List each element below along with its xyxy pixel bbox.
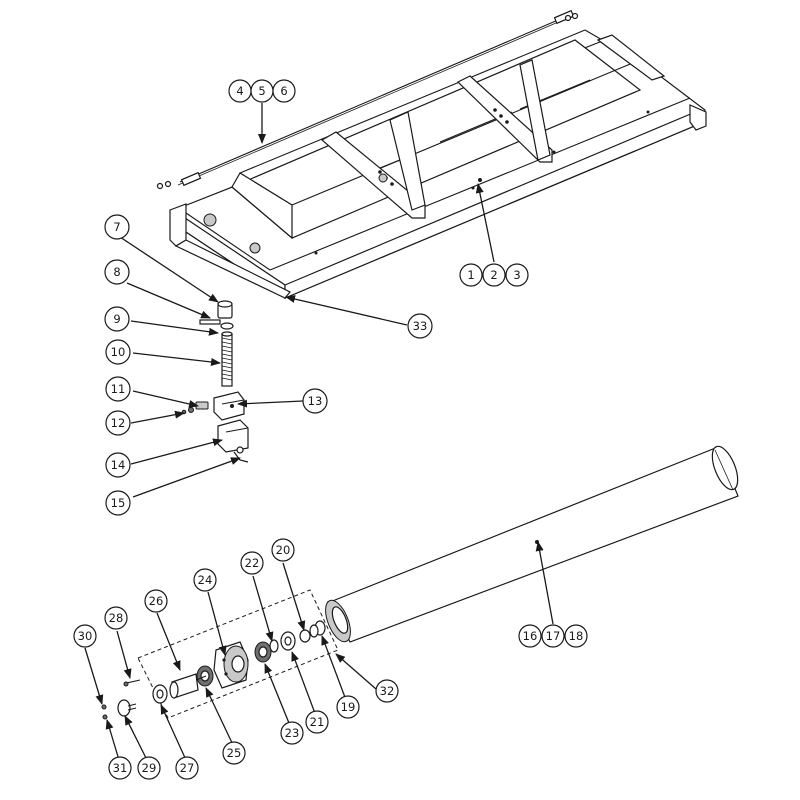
callout-17: 17 <box>541 624 565 648</box>
svg-text:22: 22 <box>245 556 260 570</box>
retaining-ring <box>309 620 326 638</box>
callout-4: 4 <box>228 79 252 103</box>
svg-text:15: 15 <box>111 496 126 510</box>
svg-text:7: 7 <box>113 220 120 234</box>
frame-end-left <box>169 203 291 299</box>
svg-text:25: 25 <box>227 746 242 760</box>
callout-22: 22 <box>240 551 264 575</box>
cap-nut <box>217 300 233 319</box>
svg-text:31: 31 <box>113 761 128 775</box>
callout-23: 23 <box>280 721 304 745</box>
leader-lines <box>84 103 554 761</box>
svg-text:23: 23 <box>285 726 300 740</box>
bearing-21 <box>280 631 296 651</box>
svg-text:3: 3 <box>513 268 520 282</box>
end-cap-assembly <box>101 589 339 720</box>
svg-text:18: 18 <box>569 629 584 643</box>
cross-bracket-right <box>456 59 553 163</box>
callout-33: 33 <box>407 313 433 339</box>
callout-28: 28 <box>104 606 128 630</box>
hub-24 <box>213 641 249 689</box>
adjuster-block <box>213 391 245 421</box>
roller-tube <box>325 445 739 643</box>
svg-text:6: 6 <box>280 84 287 98</box>
nut-30 <box>101 704 107 710</box>
washer-22 <box>269 639 279 653</box>
svg-text:28: 28 <box>109 611 124 625</box>
callout-19: 19 <box>336 695 360 719</box>
svg-text:30: 30 <box>78 629 93 643</box>
cross-bracket-left <box>320 111 426 219</box>
callout-9: 9 <box>104 306 130 332</box>
callout-11: 11 <box>105 376 131 402</box>
svg-text:17: 17 <box>546 629 561 643</box>
frame-assembly <box>156 9 707 300</box>
svg-text:9: 9 <box>113 312 120 326</box>
callout-29: 29 <box>137 756 161 780</box>
washer-27 <box>152 684 168 704</box>
callout-12: 12 <box>105 410 131 436</box>
callout-16: 16 <box>518 624 542 648</box>
callout-1: 1 <box>459 263 483 287</box>
bearing-23 <box>254 641 272 663</box>
tension-adjuster-stack <box>181 300 249 463</box>
callout-14: 14 <box>105 452 131 478</box>
callout-32: 32 <box>375 679 399 703</box>
svg-text:1: 1 <box>467 268 474 282</box>
callout-31: 31 <box>108 756 132 780</box>
callout-8: 8 <box>104 259 130 285</box>
svg-text:10: 10 <box>111 345 126 359</box>
svg-text:24: 24 <box>198 573 213 587</box>
callout-30: 30 <box>73 624 97 648</box>
svg-text:27: 27 <box>180 761 195 775</box>
svg-text:5: 5 <box>258 84 265 98</box>
callout-5: 5 <box>250 79 274 103</box>
frame-end-right <box>596 34 707 131</box>
callout-25: 25 <box>222 741 246 765</box>
svg-text:2: 2 <box>490 268 497 282</box>
callout-3: 3 <box>505 263 529 287</box>
callout-13: 13 <box>302 388 328 414</box>
callout-7: 7 <box>104 214 130 240</box>
callout-6: 6 <box>272 79 296 103</box>
svg-text:8: 8 <box>113 265 120 279</box>
threaded-rod <box>221 331 233 387</box>
svg-text:4: 4 <box>236 84 243 98</box>
callout-26: 26 <box>144 589 168 613</box>
washer-31 <box>102 714 108 720</box>
shaft-26 <box>169 673 207 699</box>
bracket-clip <box>217 419 249 453</box>
svg-text:14: 14 <box>111 458 126 472</box>
end-bolt-29 <box>117 699 137 717</box>
washer-pin <box>199 319 234 330</box>
svg-text:12: 12 <box>111 416 126 430</box>
callout-21: 21 <box>305 710 329 734</box>
svg-text:19: 19 <box>341 700 356 714</box>
svg-text:29: 29 <box>142 761 157 775</box>
tie-rod <box>156 9 579 190</box>
svg-text:21: 21 <box>310 715 325 729</box>
svg-text:26: 26 <box>149 594 164 608</box>
callout-15: 15 <box>105 490 131 516</box>
svg-text:20: 20 <box>276 543 291 557</box>
svg-text:11: 11 <box>111 382 126 396</box>
callout-24: 24 <box>193 568 217 592</box>
svg-text:32: 32 <box>380 684 395 698</box>
svg-text:13: 13 <box>308 394 323 408</box>
callout-2: 2 <box>482 263 506 287</box>
callout-27: 27 <box>175 756 199 780</box>
svg-text:33: 33 <box>413 319 428 333</box>
callout-18: 18 <box>564 624 588 648</box>
svg-text:16: 16 <box>523 629 538 643</box>
screw-28 <box>123 679 141 687</box>
callout-10: 10 <box>105 339 131 365</box>
callout-20: 20 <box>271 538 295 562</box>
washer-20 <box>299 629 311 643</box>
